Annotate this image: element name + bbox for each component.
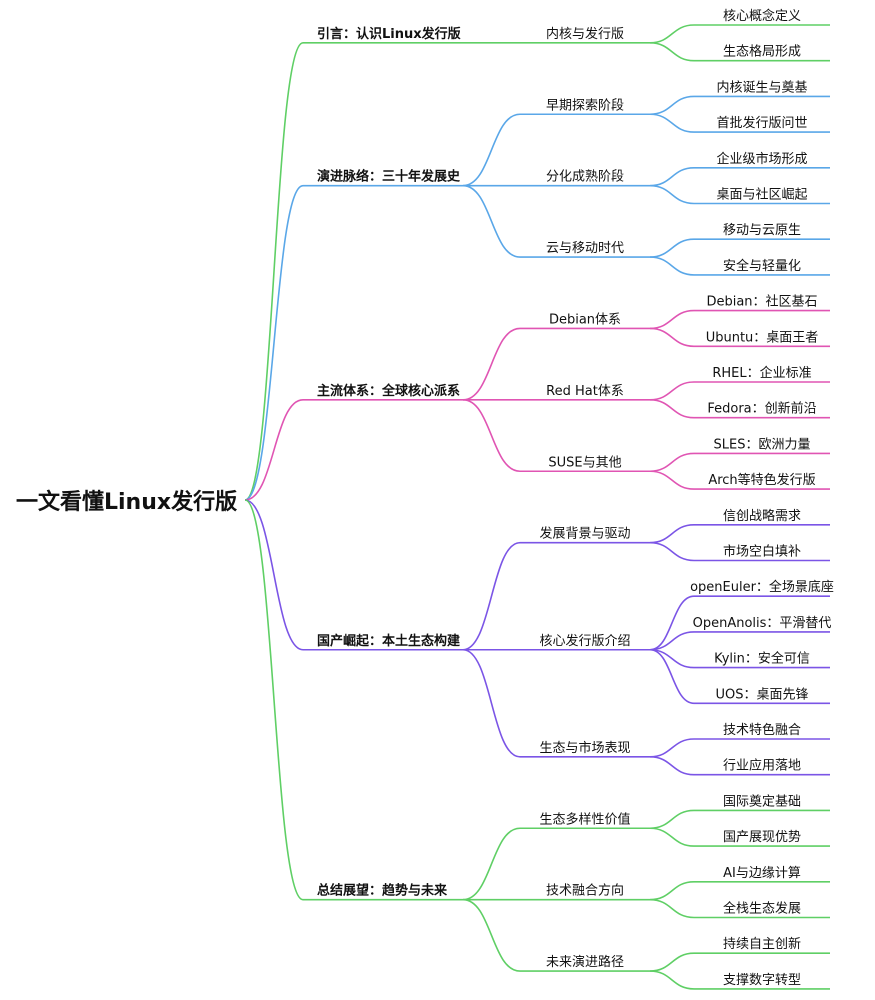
sub-link-3-3 (462, 399, 521, 473)
leaf-node-2-3-1[interactable]: 移动与云原生 (723, 223, 801, 238)
leaf-node-3-3-2[interactable]: Arch等特色发行版 (708, 472, 815, 488)
branch-link-5 (244, 499, 304, 901)
leaf-link-2-1-1 (649, 95, 695, 116)
leaf-link-5-2-1 (649, 881, 695, 901)
leaf-link-3-2-2 (649, 399, 695, 419)
sub-node-3-2[interactable]: Red Hat体系 (546, 384, 624, 399)
leaf-node-5-2-2[interactable]: 全栈生态发展 (723, 901, 801, 917)
sub-link-2-1 (462, 113, 521, 187)
sub-link-5-1 (462, 827, 521, 901)
branch-node-5[interactable]: 总结展望：趋势与未来 (317, 883, 448, 899)
sub-link-4-3 (462, 648, 521, 758)
sub-node-2-2[interactable]: 分化成熟阶段 (546, 169, 624, 185)
leaf-link-5-2-2 (649, 898, 695, 919)
leaf-node-4-2-2[interactable]: OpenAnolis：平滑替代 (693, 616, 832, 631)
leaf-node-4-2-4[interactable]: UOS：桌面先锋 (716, 687, 809, 702)
leaf-link-4-2-2 (649, 631, 695, 651)
leaf-link-4-3-2 (649, 756, 695, 776)
branch-link-3 (244, 399, 304, 501)
leaf-link-4-1-2 (649, 541, 695, 562)
leaf-node-5-1-2[interactable]: 国产展现优势 (723, 829, 801, 845)
leaf-link-1-1-1 (649, 24, 695, 44)
leaf-node-3-2-1[interactable]: RHEL：企业标准 (712, 365, 811, 381)
sub-node-3-3[interactable]: SUSE与其他 (548, 455, 621, 470)
leaf-link-2-3-2 (649, 256, 695, 276)
leaf-node-1-1-2[interactable]: 生态格局形成 (723, 44, 801, 60)
node-labels: 一文看懂Linux发行版 引言：认识Linux发行版内核与发行版核心概念定义生态… (16, 8, 834, 988)
leaf-link-2-1-2 (649, 113, 695, 133)
branch-link-1 (244, 42, 304, 501)
branch-link-4 (244, 499, 304, 651)
leaf-node-1-1-1[interactable]: 核心概念定义 (723, 8, 801, 24)
leaf-node-4-1-2[interactable]: 市场空白填补 (723, 544, 801, 560)
leaf-link-4-1-1 (649, 524, 695, 544)
sub-link-3-1 (462, 327, 521, 401)
leaf-link-2-2-2 (649, 184, 695, 205)
sub-node-4-1[interactable]: 发展背景与驱动 (539, 526, 630, 542)
leaf-link-5-3-2 (649, 970, 695, 990)
sub-link-5-3 (462, 898, 521, 972)
branch-link-2 (244, 184, 304, 501)
leaf-link-3-1-1 (649, 309, 695, 330)
leaf-node-2-3-2[interactable]: 安全与轻量化 (723, 258, 801, 274)
leaf-node-5-1-1[interactable]: 国际奠定基础 (723, 793, 801, 809)
sub-node-5-3[interactable]: 未来演进路径 (546, 954, 624, 970)
leaf-link-3-3-1 (649, 452, 695, 473)
leaf-link-5-3-1 (649, 952, 695, 972)
leaf-link-5-1-1 (649, 809, 695, 830)
leaf-node-3-2-2[interactable]: Fedora：创新前沿 (707, 401, 816, 417)
leaf-link-4-2-4 (649, 648, 695, 705)
leaf-node-5-3-1[interactable]: 持续自主创新 (723, 936, 801, 952)
leaf-node-3-1-1[interactable]: Debian：社区基石 (706, 294, 817, 310)
connector-lines (244, 24, 830, 990)
branch-node-1[interactable]: 引言：认识Linux发行版 (317, 26, 461, 42)
leaf-node-5-2-1[interactable]: AI与边缘计算 (723, 866, 801, 881)
sub-node-2-1[interactable]: 早期探索阶段 (546, 98, 624, 113)
leaf-link-4-3-1 (649, 738, 695, 758)
leaf-node-4-3-1[interactable]: 技术特色融合 (723, 722, 801, 738)
leaf-link-3-2-1 (649, 381, 695, 401)
leaf-link-1-1-2 (649, 42, 695, 62)
root-node[interactable]: 一文看懂Linux发行版 (16, 489, 237, 515)
leaf-link-2-2-1 (649, 167, 695, 187)
leaf-node-2-2-1[interactable]: 企业级市场形成 (716, 151, 807, 167)
leaf-link-2-3-1 (649, 238, 695, 258)
leaf-node-4-2-1[interactable]: openEuler：全场景底座 (690, 579, 834, 595)
leaf-node-5-3-2[interactable]: 支撑数字转型 (723, 973, 801, 988)
leaf-node-2-1-1[interactable]: 内核诞生与奠基 (716, 79, 807, 95)
leaf-link-4-2-1 (649, 595, 695, 651)
leaf-node-2-2-2[interactable]: 桌面与社区崛起 (716, 187, 807, 203)
sub-node-1-1[interactable]: 内核与发行版 (546, 26, 624, 42)
leaf-node-2-1-2[interactable]: 首批发行版问世 (716, 115, 807, 131)
leaf-node-4-2-3[interactable]: Kylin：安全可信 (714, 651, 810, 667)
leaf-node-3-1-2[interactable]: Ubuntu：桌面王者 (706, 330, 819, 345)
branch-node-4[interactable]: 国产崛起：本土生态构建 (317, 633, 460, 649)
sub-link-2-3 (462, 184, 521, 258)
leaf-node-4-1-1[interactable]: 信创战略需求 (723, 508, 801, 524)
branch-node-3[interactable]: 主流体系：全球核心派系 (317, 383, 460, 399)
leaf-link-5-1-2 (649, 827, 695, 847)
leaf-node-3-3-1[interactable]: SLES：欧洲力量 (714, 437, 811, 452)
leaf-link-3-3-2 (649, 470, 695, 490)
sub-node-2-3[interactable]: 云与移动时代 (546, 241, 624, 256)
sub-node-4-3[interactable]: 生态与市场表现 (539, 740, 630, 756)
leaf-node-4-3-2[interactable]: 行业应用落地 (723, 758, 801, 774)
sub-node-4-2[interactable]: 核心发行版介绍 (539, 633, 630, 649)
sub-node-5-1[interactable]: 生态多样性价值 (539, 811, 630, 827)
sub-node-3-1[interactable]: Debian体系 (549, 312, 621, 327)
sub-node-5-2[interactable]: 技术融合方向 (546, 883, 624, 899)
leaf-link-3-1-2 (649, 327, 695, 348)
branch-node-2[interactable]: 演进脉络：三十年发展史 (317, 169, 461, 185)
sub-link-4-1 (462, 541, 521, 651)
